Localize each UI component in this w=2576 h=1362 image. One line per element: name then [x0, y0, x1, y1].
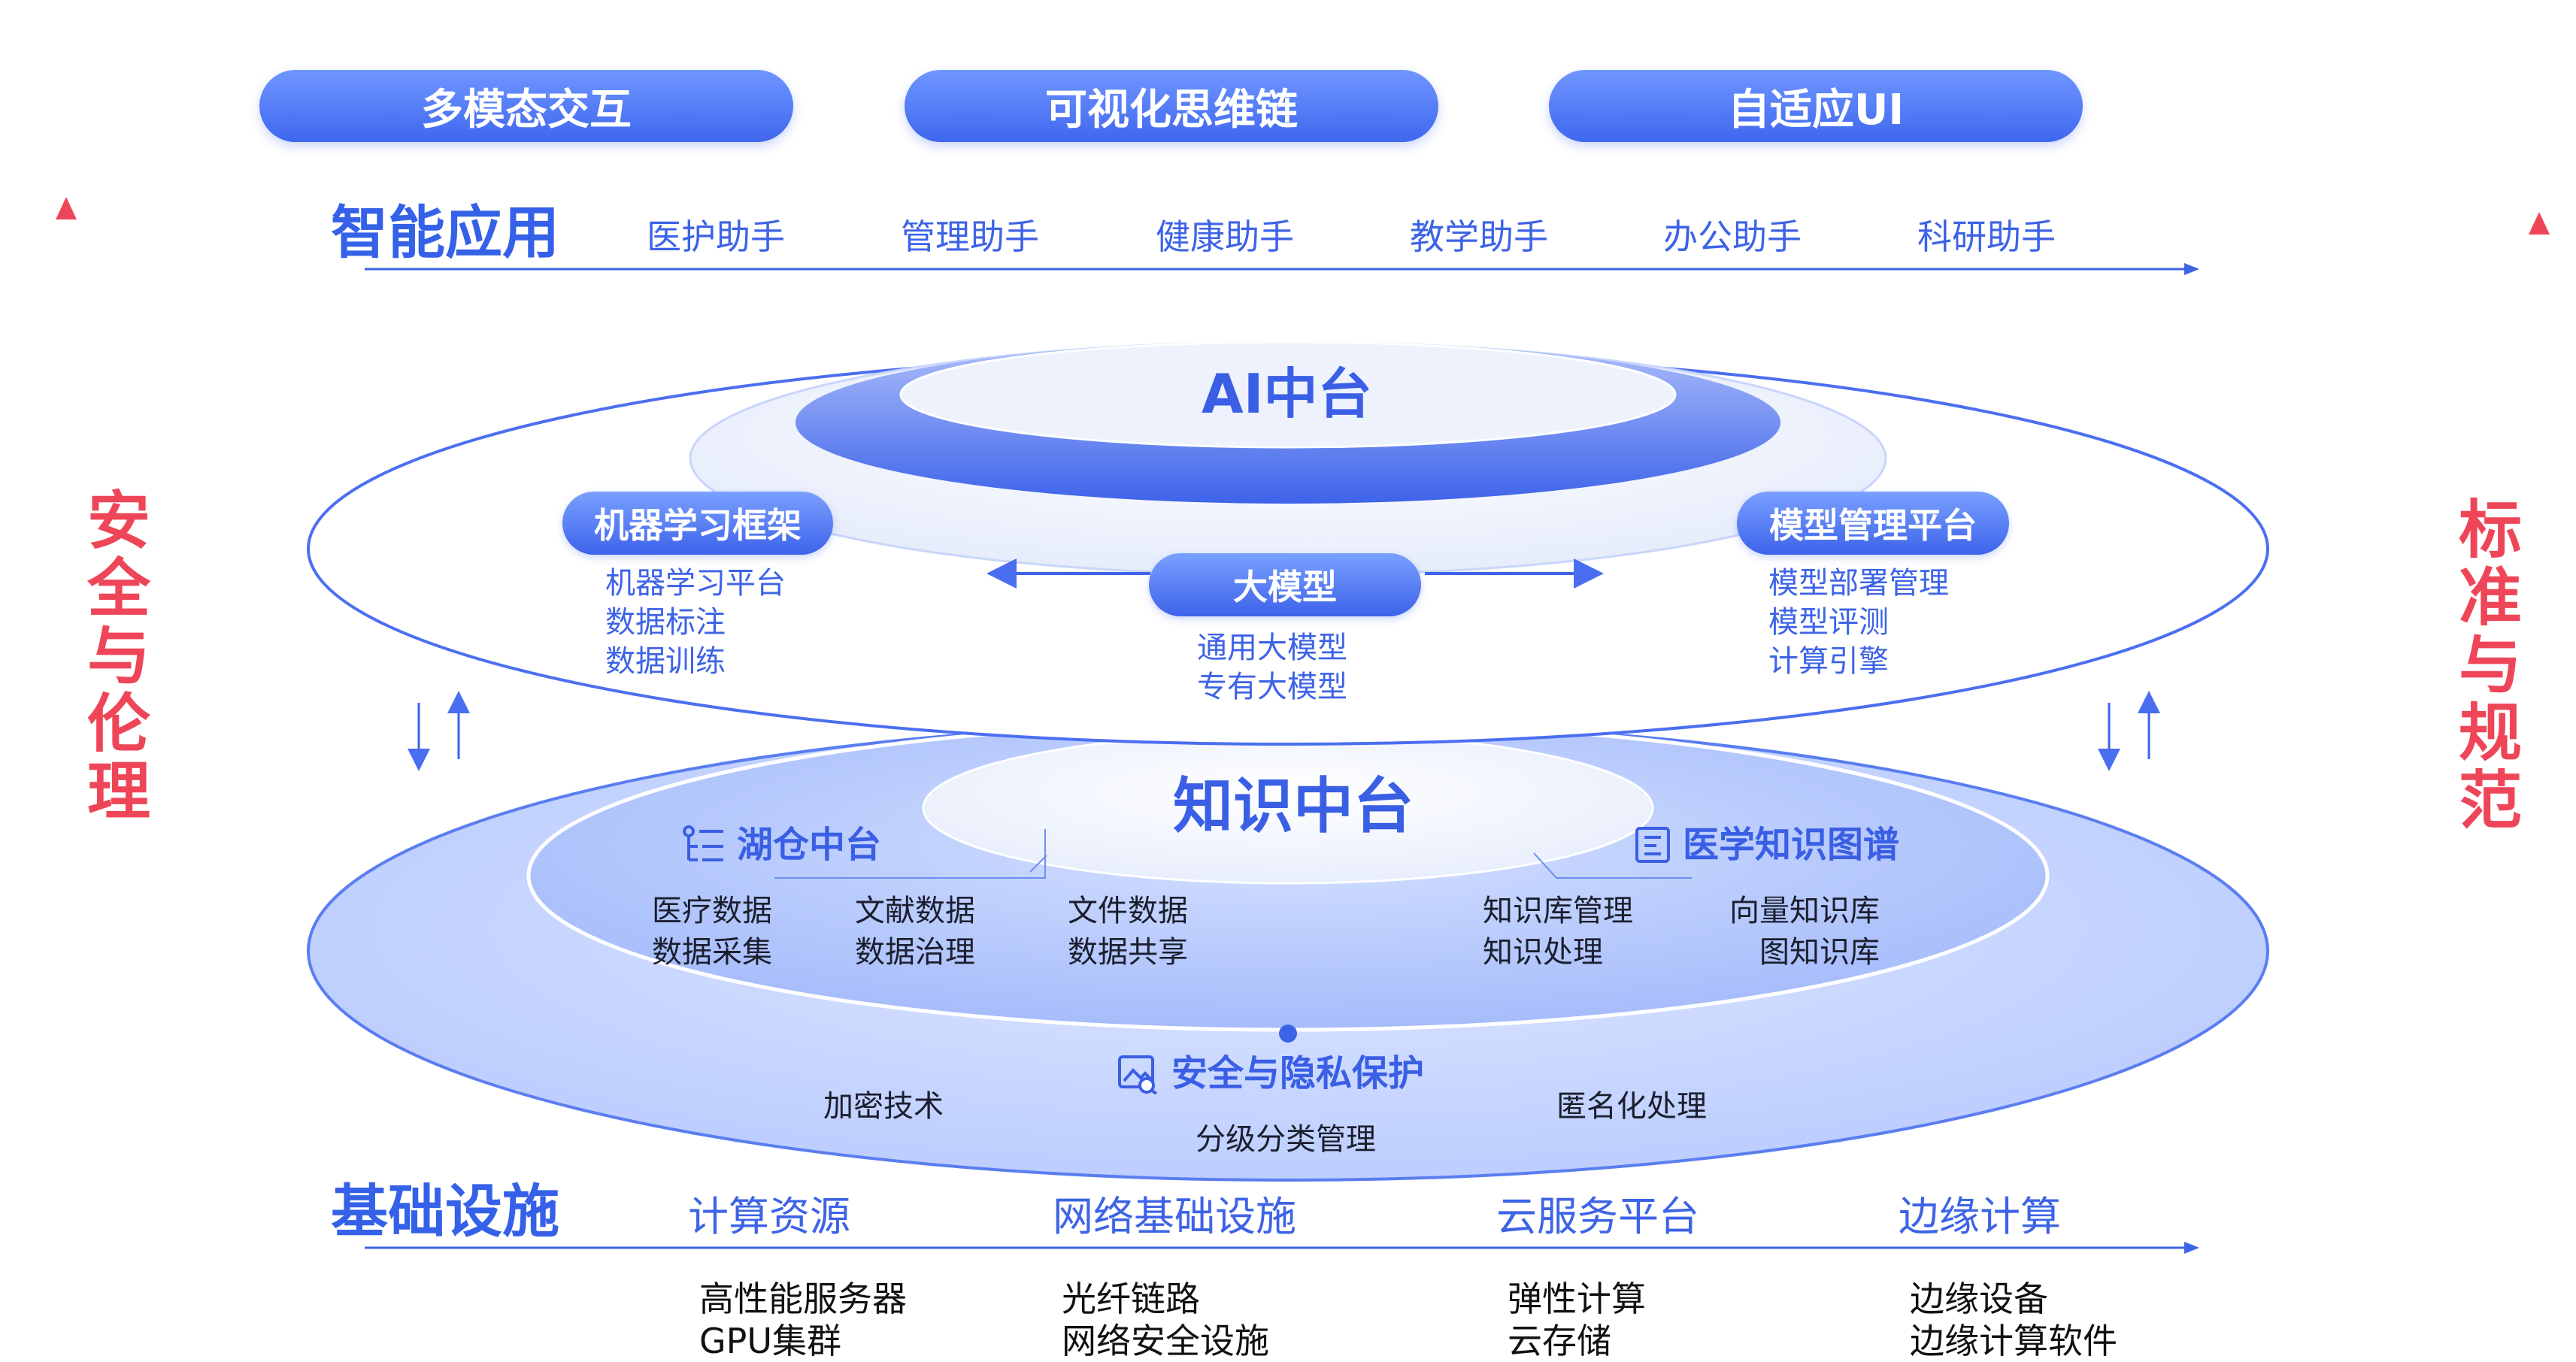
- document-icon: [1635, 827, 1670, 863]
- big-model-general: 通用大模型: [1197, 631, 1347, 665]
- side-right-char: 准: [2458, 561, 2522, 634]
- mgmt-item-eval: 模型评测: [1768, 605, 1889, 640]
- security-center-dot: [1279, 1025, 1297, 1043]
- kg-item-kb-management: 知识库管理: [1483, 894, 1633, 928]
- infra-network-item-2: 网络安全设施: [1062, 1321, 1269, 1361]
- mgmt-item-engine: 计算引擎: [1768, 644, 1889, 679]
- kg-item-graph-kb: 图知识库: [1759, 935, 1880, 970]
- ai-platform-title: AI中台: [1202, 362, 1372, 425]
- app-item-nursing[interactable]: 医护助手: [647, 216, 785, 257]
- side-left-char: 安: [86, 484, 150, 558]
- security-item-anonymization: 匿名化处理: [1556, 1089, 1707, 1124]
- side-right-char: 规: [2458, 696, 2522, 770]
- side-right-char: 标: [2458, 493, 2522, 567]
- mgmt-item-deploy: 模型部署管理: [1768, 566, 1949, 601]
- lakehouse-connector-tip: [1029, 855, 1047, 873]
- right-arrow-head: [2529, 212, 2550, 235]
- app-layer-title: 智能应用: [331, 199, 559, 266]
- infra-edge-item-2: 边缘计算软件: [1910, 1321, 2117, 1361]
- lakehouse-title[interactable]: 湖仓中台: [737, 824, 882, 866]
- lake-item-literature: 文献数据: [855, 894, 975, 928]
- security-item-classification: 分级分类管理: [1196, 1122, 1376, 1157]
- list-tree-icon: [683, 825, 723, 861]
- side-left-char: 伦: [86, 687, 150, 761]
- app-item-management[interactable]: 管理助手: [901, 216, 1039, 257]
- infra-compute-item-2: GPU集群: [699, 1321, 842, 1361]
- lake-item-medical-data: 医疗数据: [652, 894, 772, 928]
- tag-model-mgmt[interactable]: 模型管理平台: [1737, 492, 2009, 555]
- lake-item-sharing: 数据共享: [1068, 935, 1188, 970]
- kg-item-vector-kb: 向量知识库: [1729, 894, 1880, 928]
- infra-compute-item-1: 高性能服务器: [699, 1279, 907, 1319]
- pill-multimodal[interactable]: 多模态交互: [259, 70, 793, 142]
- infra-cloud-item-1: 弹性计算: [1508, 1279, 1646, 1319]
- kg-item-processing: 知识处理: [1483, 935, 1603, 970]
- pill-adaptive-ui[interactable]: 自适应UI: [1549, 70, 2083, 142]
- security-image-icon: [1118, 1055, 1158, 1094]
- infra-group-edge[interactable]: 边缘计算: [1899, 1193, 2061, 1240]
- side-left-char: 理: [86, 755, 150, 828]
- infra-network-item-1: 光纤链路: [1062, 1279, 1200, 1319]
- ml-item-platform: 机器学习平台: [605, 566, 786, 601]
- big-model-specialized: 专有大模型: [1197, 670, 1347, 704]
- app-axis-arrow: [2184, 263, 2199, 275]
- ml-item-training: 数据训练: [605, 644, 726, 679]
- side-right-char: 范: [2458, 764, 2522, 837]
- ai-core: [899, 340, 1677, 449]
- pill-visual-cot[interactable]: 可视化思维链: [905, 70, 1438, 142]
- knowledge-platform-title: 知识中台: [1173, 771, 1414, 841]
- infra-group-compute[interactable]: 计算资源: [688, 1193, 850, 1240]
- app-item-teaching[interactable]: 教学助手: [1410, 216, 1548, 257]
- infra-group-network[interactable]: 网络基础设施: [1053, 1193, 1296, 1240]
- infra-cloud-item-2: 云存储: [1508, 1321, 1611, 1361]
- side-right-char: 与: [2458, 628, 2522, 702]
- tag-ml-framework[interactable]: 机器学习框架: [562, 492, 833, 555]
- medical-kg-title[interactable]: 医学知识图谱: [1683, 824, 1900, 866]
- app-item-office[interactable]: 办公助手: [1663, 216, 1802, 257]
- infra-axis-arrow: [2184, 1242, 2199, 1254]
- security-title[interactable]: 安全与隐私保护: [1171, 1052, 1425, 1094]
- side-label-right: 标 准 与 规 范: [2453, 496, 2528, 834]
- lake-item-governance: 数据治理: [855, 935, 975, 970]
- side-label-left: 安 全 与 伦 理: [81, 487, 156, 825]
- infra-group-cloud[interactable]: 云服务平台: [1496, 1193, 1699, 1240]
- side-left-char: 全: [86, 552, 150, 625]
- side-left-char: 与: [86, 619, 150, 693]
- security-item-encryption: 加密技术: [823, 1089, 944, 1124]
- lakehouse-connector: [774, 829, 1046, 879]
- kg-connector: [1533, 852, 1692, 879]
- left-arrow-head: [56, 197, 77, 219]
- lake-item-file-data: 文件数据: [1068, 894, 1188, 928]
- infra-layer-title: 基础设施: [331, 1178, 559, 1245]
- app-item-research[interactable]: 科研助手: [1917, 216, 2056, 257]
- lake-item-collection: 数据采集: [652, 935, 772, 970]
- app-item-health[interactable]: 健康助手: [1156, 216, 1294, 257]
- ml-item-labeling: 数据标注: [605, 605, 726, 640]
- infra-edge-item-1: 边缘设备: [1910, 1279, 2048, 1319]
- tag-big-model[interactable]: 大模型: [1149, 553, 1421, 616]
